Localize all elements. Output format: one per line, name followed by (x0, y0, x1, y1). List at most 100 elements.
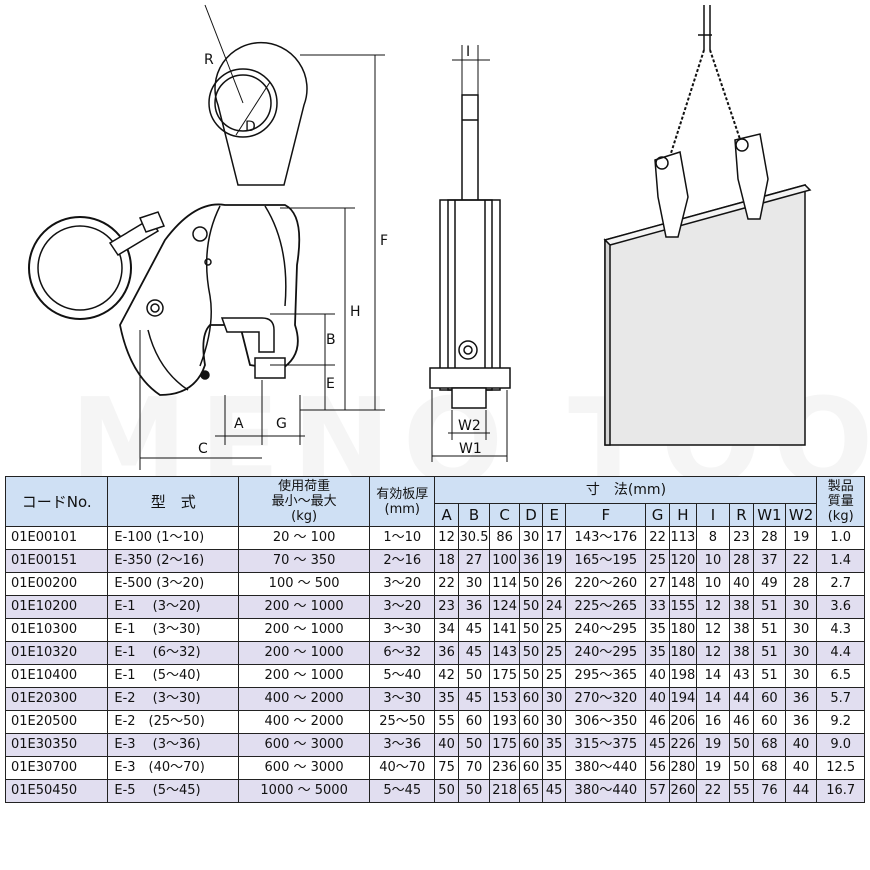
cell-dim-w1: 60 (753, 710, 786, 734)
header-dim-h: H (668, 503, 698, 527)
cell-load: 200 ～ 1000 (238, 618, 371, 642)
cell-model: E-3 (40～70) (107, 756, 240, 780)
cell-model: E-1 (3～20) (107, 595, 240, 619)
cell-load: 600 ～ 3000 (238, 733, 371, 757)
cell-dim-i: 22 (696, 779, 730, 803)
cell-dim-g: 40 (645, 687, 670, 711)
cell-weight: 12.5 (816, 756, 865, 780)
cell-dim-d: 60 (518, 733, 544, 757)
cell-dim-w2: 30 (784, 641, 818, 665)
cell-weight: 16.7 (816, 779, 865, 803)
cell-dim-d: 36 (518, 549, 544, 573)
cell-dim-a: 50 (434, 779, 459, 803)
cell-dim-e: 25 (542, 664, 567, 688)
cell-thickness: 1～10 (369, 526, 436, 550)
label-W2: W2 (458, 418, 481, 434)
cell-thickness: 5～40 (369, 664, 436, 688)
cell-code: 01E00151 (4, 549, 109, 573)
technical-drawings: R D F H B E A G C I W2 W1 (28, 4, 812, 470)
cell-dim-w2: 30 (784, 595, 818, 619)
cell-code: 01E10200 (4, 595, 109, 619)
label-H: H (350, 304, 361, 320)
cell-dim-g: 45 (645, 733, 670, 757)
cell-code: 01E50450 (4, 779, 109, 803)
cell-weight: 3.6 (816, 595, 865, 619)
cell-dim-h: 155 (668, 595, 698, 619)
cell-dim-i: 14 (696, 664, 730, 688)
cell-dim-d: 50 (518, 595, 544, 619)
cell-dim-r: 46 (728, 710, 755, 734)
cell-dim-a: 22 (434, 572, 459, 596)
cell-code: 01E00101 (4, 526, 109, 550)
cell-dim-f: 240～295 (565, 641, 647, 665)
cell-thickness: 2～16 (369, 549, 436, 573)
cell-load: 1000 ～ 5000 (238, 779, 371, 803)
cell-load: 100 ～ 500 (238, 572, 371, 596)
cell-load: 400 ～ 2000 (238, 710, 371, 734)
cell-dim-g: 27 (645, 572, 670, 596)
cell-weight: 6.5 (816, 664, 865, 688)
cell-load: 400 ～ 2000 (238, 687, 371, 711)
cell-dim-f: 143～176 (565, 526, 647, 550)
cell-code: 01E20500 (4, 710, 109, 734)
front-dimension-lines (139, 4, 385, 470)
label-E: E (326, 376, 335, 392)
cell-dim-b: 50 (457, 733, 491, 757)
cell-dim-d: 60 (518, 687, 544, 711)
cell-model: E-500 (3～20) (107, 572, 240, 596)
cell-dim-a: 12 (434, 526, 459, 550)
cell-model: E-3 (3～36) (107, 733, 240, 757)
cell-dim-g: 35 (645, 618, 670, 642)
header-model: 型 式 (107, 476, 240, 527)
cell-dim-g: 22 (645, 526, 670, 550)
cell-dim-c: 153 (489, 687, 520, 711)
cell-dim-b: 36 (457, 595, 491, 619)
cell-dim-a: 55 (434, 710, 459, 734)
cell-weight: 5.7 (816, 687, 865, 711)
cell-dim-w1: 51 (753, 595, 786, 619)
cell-dim-i: 10 (696, 549, 730, 573)
cell-dim-e: 35 (542, 733, 567, 757)
cell-dim-r: 38 (728, 641, 755, 665)
side-view-drawing (429, 94, 511, 409)
cell-thickness: 3～30 (369, 687, 436, 711)
cell-load: 600 ～ 3000 (238, 756, 371, 780)
header-weight: 製品質量(kg) (816, 476, 865, 527)
cell-dim-d: 30 (518, 526, 544, 550)
header-dim-d: D (518, 503, 544, 527)
cell-dim-b: 50 (457, 664, 491, 688)
header-dim-c: C (489, 503, 520, 527)
cell-dim-g: 56 (645, 756, 670, 780)
cell-dim-d: 50 (518, 641, 544, 665)
cell-dim-h: 206 (668, 710, 698, 734)
cell-dim-h: 113 (668, 526, 698, 550)
cell-weight: 4.3 (816, 618, 865, 642)
header-dimensions: 寸 法(mm) (434, 476, 818, 504)
cell-dim-i: 19 (696, 733, 730, 757)
cell-thickness: 25～50 (369, 710, 436, 734)
cell-dim-i: 12 (696, 618, 730, 642)
cell-dim-e: 35 (542, 756, 567, 780)
header-dim-r: R (728, 503, 755, 527)
cell-weight: 1.4 (816, 549, 865, 573)
cell-dim-c: 218 (489, 779, 520, 803)
cell-dim-i: 8 (696, 526, 730, 550)
cell-dim-a: 34 (434, 618, 459, 642)
cell-dim-d: 60 (518, 710, 544, 734)
cell-dim-w1: 28 (753, 526, 786, 550)
cell-dim-i: 19 (696, 756, 730, 780)
cell-thickness: 5～45 (369, 779, 436, 803)
cell-weight: 9.2 (816, 710, 865, 734)
cell-dim-f: 315～375 (565, 733, 647, 757)
cell-dim-b: 27 (457, 549, 491, 573)
label-F: F (380, 233, 388, 249)
